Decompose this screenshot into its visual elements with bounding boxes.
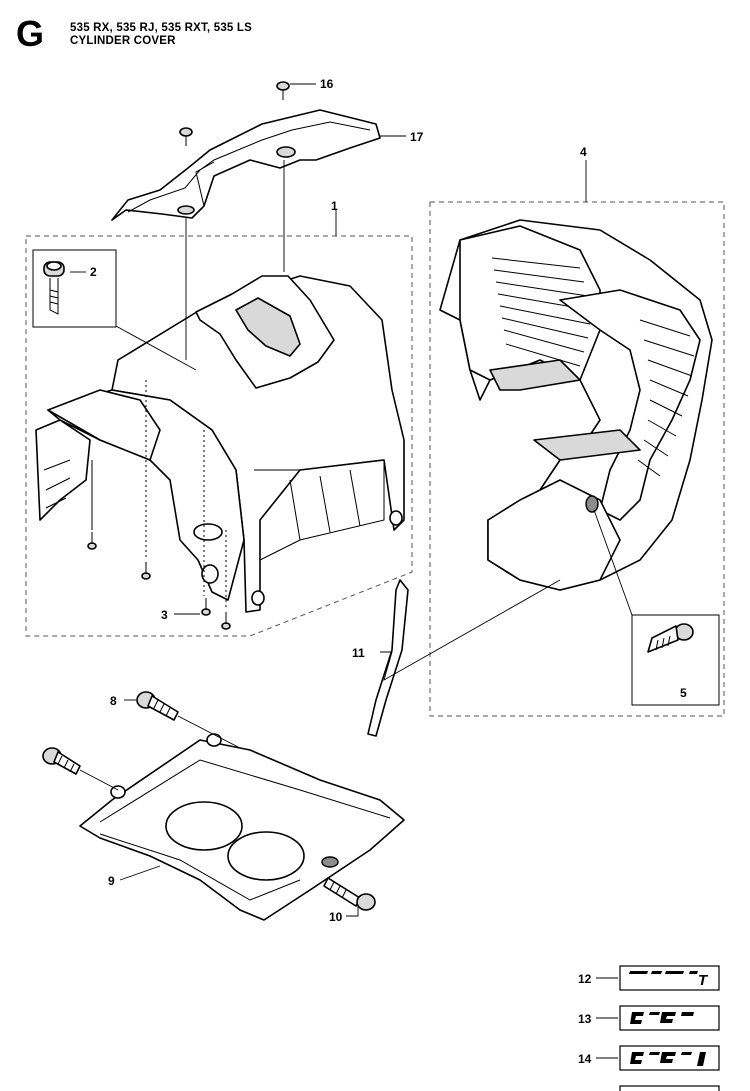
part-9-guard-plate[interactable] bbox=[79, 733, 405, 921]
part-3-screw-2[interactable] bbox=[221, 612, 231, 630]
screw-axis-lines bbox=[145, 380, 227, 610]
part-1-cylinder-cover[interactable] bbox=[35, 275, 405, 613]
decal-13[interactable] bbox=[619, 1005, 720, 1031]
callout-17: 17 bbox=[410, 130, 424, 144]
section-letter: G bbox=[16, 13, 45, 54]
callout-5: 5 bbox=[680, 686, 687, 700]
callout-14: 14 bbox=[578, 1052, 592, 1066]
part-10-bolt[interactable] bbox=[323, 877, 376, 911]
part-3-screw[interactable] bbox=[201, 598, 211, 616]
decal-partial-bottom[interactable] bbox=[619, 1085, 720, 1091]
part-16-screw-second[interactable] bbox=[179, 127, 193, 146]
callout-2: 2 bbox=[90, 265, 97, 279]
decal-12[interactable]: T bbox=[619, 965, 720, 991]
callout-10: 10 bbox=[329, 910, 343, 924]
page-header: 535 RX, 535 RJ, 535 RXT, 535 LS CYLINDER… bbox=[70, 22, 252, 48]
part-3-screw-4[interactable] bbox=[87, 532, 97, 550]
part-5-bolt[interactable] bbox=[647, 623, 694, 653]
leader-lines bbox=[70, 83, 633, 1059]
part-2-detail-box bbox=[32, 249, 117, 328]
part-3-screw-3[interactable] bbox=[141, 562, 151, 580]
part-4-air-guide[interactable] bbox=[439, 219, 713, 591]
part-8-bolt-2[interactable] bbox=[42, 747, 81, 775]
part-11-seal-strip[interactable] bbox=[367, 579, 409, 737]
callout-11: 11 bbox=[352, 646, 365, 660]
part-2-bolt[interactable] bbox=[43, 261, 65, 315]
decal-12-text: T bbox=[698, 972, 709, 989]
decal-14[interactable] bbox=[619, 1045, 720, 1071]
part-16-screw[interactable] bbox=[276, 81, 290, 100]
page-title: CYLINDER COVER bbox=[70, 35, 176, 47]
callout-8: 8 bbox=[110, 694, 117, 708]
callout-1: 1 bbox=[331, 199, 338, 213]
callout-9: 9 bbox=[108, 874, 115, 888]
part-5-detail-box bbox=[631, 614, 720, 706]
callout-16: 16 bbox=[320, 77, 334, 91]
callout-12: 12 bbox=[578, 972, 592, 986]
callout-13: 13 bbox=[578, 1012, 592, 1026]
part-4-group-outline bbox=[429, 201, 725, 717]
callout-3: 3 bbox=[161, 608, 168, 622]
callout-4: 4 bbox=[580, 145, 587, 159]
model-list: 535 RX, 535 RJ, 535 RXT, 535 LS bbox=[70, 22, 252, 34]
part-8-bolt[interactable] bbox=[136, 691, 179, 721]
part-17-top-plate[interactable] bbox=[111, 109, 381, 221]
